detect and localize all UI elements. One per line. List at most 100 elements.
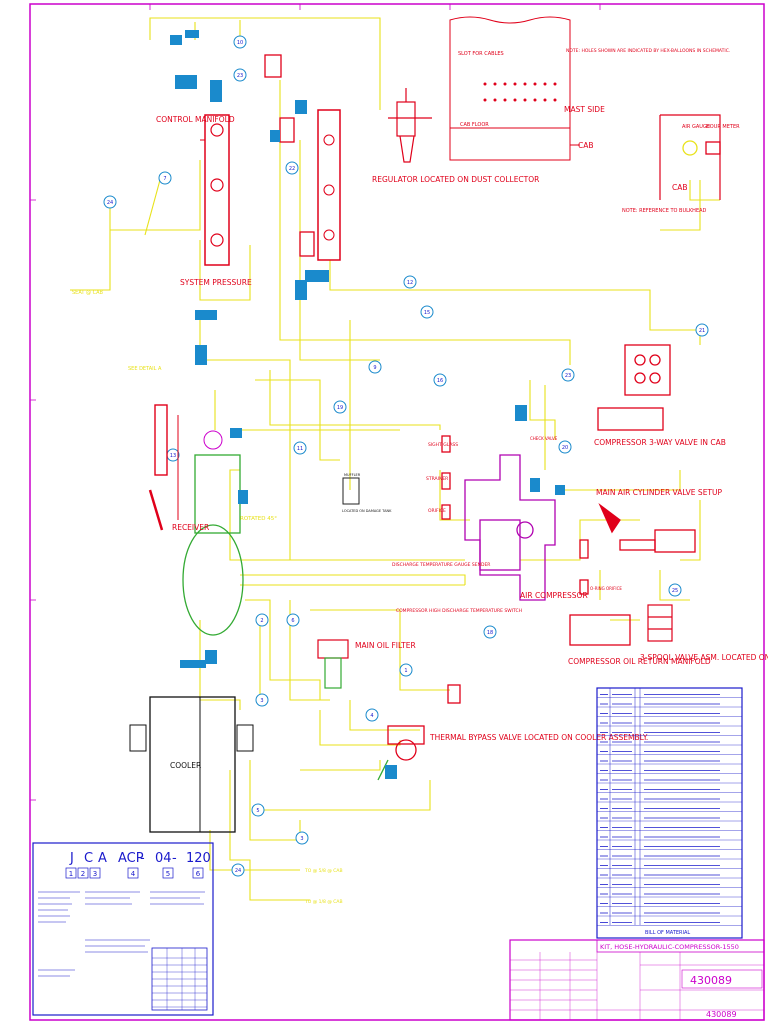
compressor-3way-valve [597,344,671,431]
bill-of-material: BILL OF MATERIAL [596,687,743,939]
label-three-spool: 3-SPOOL VALVE ASM. LOCATED ON MAST SUPPO… [640,653,768,662]
thermal-bypass-valve [377,725,425,781]
balloon-number: 24 [235,868,241,874]
code-index: 1 [69,870,73,878]
drawing-number: 430089 [690,974,732,987]
balloon-number: 3 [300,836,303,842]
label-hour-meter: HOUR METER [706,124,740,130]
label-check-valve: CHECK VALVE [530,436,558,441]
balloon-number: 1 [404,668,407,674]
label-strainer: STRAINER [426,476,448,482]
cab-gauges [659,114,721,200]
code-char: J [69,851,74,866]
balloon: 3 [255,693,269,707]
muffler [342,477,360,505]
code-box [65,867,77,879]
balloon-number: 18 [487,630,493,636]
label-note-holes: NOTE: HOLES SHOWN ARE INDICATED BY HEX-B… [566,48,730,54]
code-index: 2 [81,870,85,878]
balloon-number: 3 [260,698,263,704]
balloon: 9 [368,360,382,374]
sheet-border [29,3,765,1021]
balloon-number: 22 [289,166,295,172]
balloon: 12 [403,275,417,289]
three-spool-valve [647,604,673,642]
label-damage-tank: LOCATED ON DAMAGE TANK [342,509,392,513]
code-index: 4 [131,870,136,878]
code-index: 6 [196,870,201,878]
balloon-number: 4 [370,713,373,719]
balloon-number: 25 [672,588,678,594]
balloon: 22 [285,161,299,175]
balloon: 6 [286,613,300,627]
main-oil-filter [317,639,349,689]
label-slot-for-cables: SLOT FOR CABLES [458,51,504,57]
label-cab: CAB [578,141,594,150]
label-oil-orifice: O-RING ORIFICE [590,586,622,591]
title-block: KIT, HOSE-HYDRAULIC-COMPRESSOR-1550 4300… [509,939,765,1021]
air-compressor [464,454,556,601]
balloon-number: 21 [699,328,705,334]
label-comp-high-temp: COMPRESSOR HIGH DISCHARGE TEMPERATURE SW… [396,608,522,614]
balloon: 25 [668,583,682,597]
label-orifice: ORIFICE [428,508,446,514]
balloon-number: 2 [260,618,263,624]
valve-manifold [264,54,341,261]
balloon-number: 11 [297,446,303,452]
label-air-gauge: AIR GAUGE [682,124,710,130]
code-box [192,867,204,879]
control-manifold [200,114,230,266]
code-box [77,867,89,879]
label-sight-glass: SIGHT GLASS [428,442,458,448]
code-char: - [172,851,177,866]
balloon: 16 [433,373,447,387]
code-box [89,867,101,879]
code-index: 5 [166,870,170,878]
code-char: - [140,851,145,866]
balloon-number: 15 [424,310,430,316]
code-char: ACP [118,851,144,866]
label-compressor-3way: COMPRESSOR 3-WAY VALVE IN CAB [594,438,726,447]
label-seat-cab: SEAT @ CAB [72,290,104,296]
balloon-number: 24 [107,200,113,206]
balloon: 19 [333,400,347,414]
hydraulic-fittings [170,30,565,779]
balloon-number: 16 [437,378,443,384]
label-control-manifold: CONTROL MANIFOLD [156,115,235,124]
balloon: 21 [695,323,709,337]
balloon: 13 [166,448,180,462]
label-air-compressor: AIR COMPRESSOR [520,591,588,600]
balloon-number: 7 [163,176,166,182]
label-note-ref: NOTE: REFERENCE TO BULKHEAD [622,208,707,214]
label-mast-side: MAST SIDE [564,105,605,114]
label-rotated: ROTATED 45° [240,516,277,522]
title-text: KIT, HOSE-HYDRAULIC-COMPRESSOR-1550 [600,943,739,951]
inline-components [441,435,589,704]
cable-holes [483,82,557,102]
code-char: A [98,851,107,866]
oil-return-manifold [569,614,631,646]
balloon: 7 [158,171,172,185]
balloon-number: 20 [562,445,568,451]
balloon: 18 [483,625,497,639]
balloon-number: 19 [337,405,343,411]
code-box [162,867,174,879]
balloon: 23 [561,368,575,382]
label-cab-floor: CAB FLOOR [460,122,489,128]
label-cooler: COOLER [170,761,201,770]
balloon-number: 5 [256,808,259,814]
regulator [388,88,432,163]
balloon-number: 23 [565,373,571,379]
label-main-oil-filter: MAIN OIL FILTER [355,641,416,650]
bom-title: BILL OF MATERIAL [645,930,690,936]
balloon: 11 [293,441,307,455]
balloon: 24 [231,863,245,877]
label-discharge-temp: DISCHARGE TEMPERATURE GAUGE SENDER [392,562,490,568]
balloon-number: 10 [237,40,243,46]
code-char: C [84,851,93,866]
code-index: 3 [93,870,97,878]
balloon: 4 [365,708,379,722]
label-comp-oil-return: COMPRESSOR OIL RETURN MANIFOLD [568,657,711,666]
